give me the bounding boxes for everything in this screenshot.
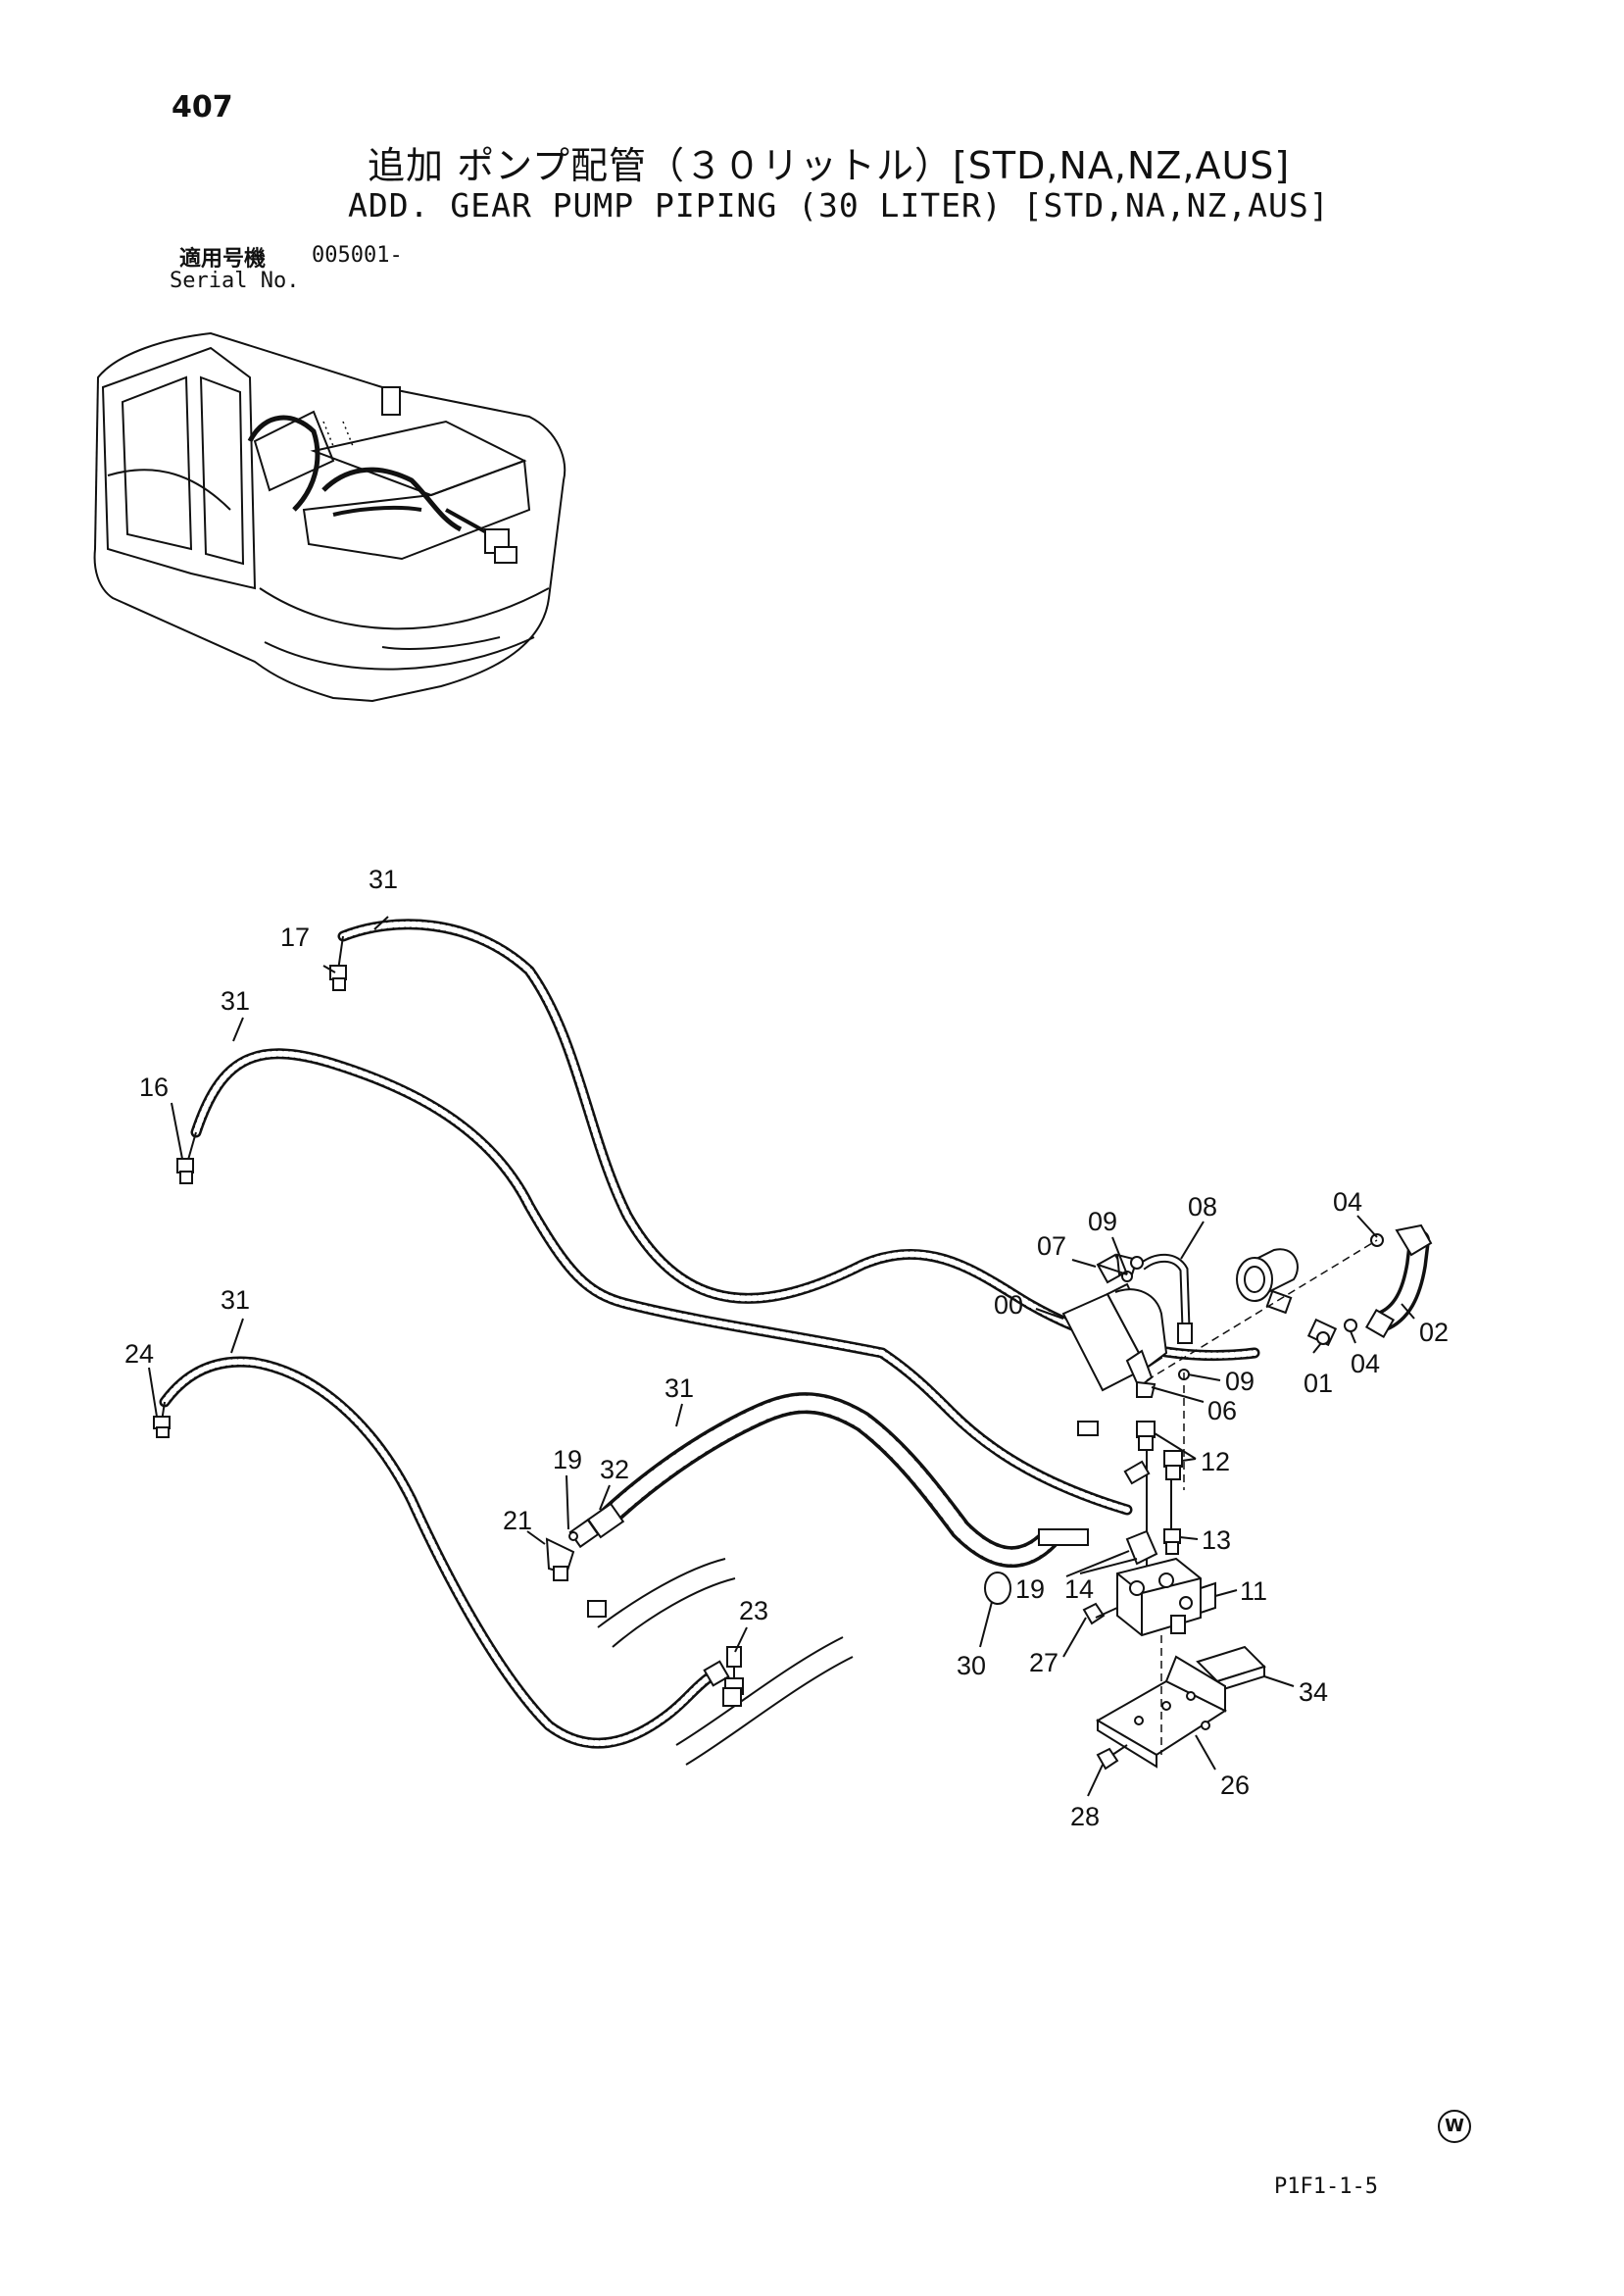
label-34: 34 [1299,1677,1328,1707]
fitting-21-32 [545,1502,625,1581]
label-16: 16 [139,1073,169,1102]
serial-label-japanese: 適用号機 [179,247,267,272]
label-12: 12 [1201,1447,1230,1476]
frame-ghost-lines [587,1558,854,1766]
leader-lines [148,916,1415,1797]
label-11: 11 [1240,1576,1267,1606]
part-labels: 31 17 31 16 31 24 31 32 19 21 23 07 09 0… [124,865,1449,1831]
label-31-upper: 31 [221,986,250,1016]
label-04-top: 04 [1333,1187,1362,1217]
label-08: 08 [1188,1192,1217,1222]
page-title-english: ADD. GEAR PUMP PIPING (30 LITER) [STD,NA… [348,186,1330,225]
label-27: 27 [1029,1648,1058,1677]
fitting-24 [153,1401,171,1438]
fitting-17 [329,935,347,991]
page-number: 407 [172,90,233,125]
label-31-top: 31 [369,865,398,894]
label-01: 01 [1304,1369,1333,1398]
drawing-code: P1F1-1-5 [1274,2174,1378,2199]
label-31-lower: 31 [221,1285,250,1315]
label-26: 26 [1220,1771,1250,1800]
label-00: 00 [994,1290,1023,1320]
label-04-bottom: 04 [1351,1349,1380,1378]
w-circle-mark: W [1438,2110,1471,2143]
hose-31-top [337,919,1260,1362]
label-14: 14 [1064,1574,1094,1604]
valve-assembly [984,1223,1433,1771]
label-19-left: 19 [553,1445,582,1474]
label-24: 24 [124,1339,154,1369]
label-31-large: 31 [664,1373,694,1403]
label-07: 07 [1037,1231,1066,1261]
hose-31-large [595,1392,1059,1568]
serial-label-english: Serial No. [170,269,300,293]
label-23: 23 [739,1596,768,1625]
label-02: 02 [1419,1318,1449,1347]
label-21: 21 [503,1506,532,1535]
label-19-right: 19 [1015,1574,1045,1604]
label-09-bottom: 09 [1225,1367,1255,1396]
label-17: 17 [280,923,310,952]
excavator-overview-sketch [93,331,566,703]
label-28: 28 [1070,1802,1100,1831]
label-13: 13 [1202,1525,1231,1555]
page-title-japanese: 追加 ポンプ配管（３０リットル）[STD,NA,NZ,AUS] [368,144,1291,187]
hose-31-lower [159,1356,716,1749]
label-09-top: 09 [1088,1207,1117,1236]
fitting-23 [703,1646,744,1695]
fitting-16 [176,1131,197,1184]
label-32: 32 [600,1455,629,1484]
serial-number-value: 005001- [312,243,403,268]
hose-31-upper-middle [190,1048,1133,1516]
label-30: 30 [957,1651,986,1680]
label-06: 06 [1207,1396,1237,1425]
